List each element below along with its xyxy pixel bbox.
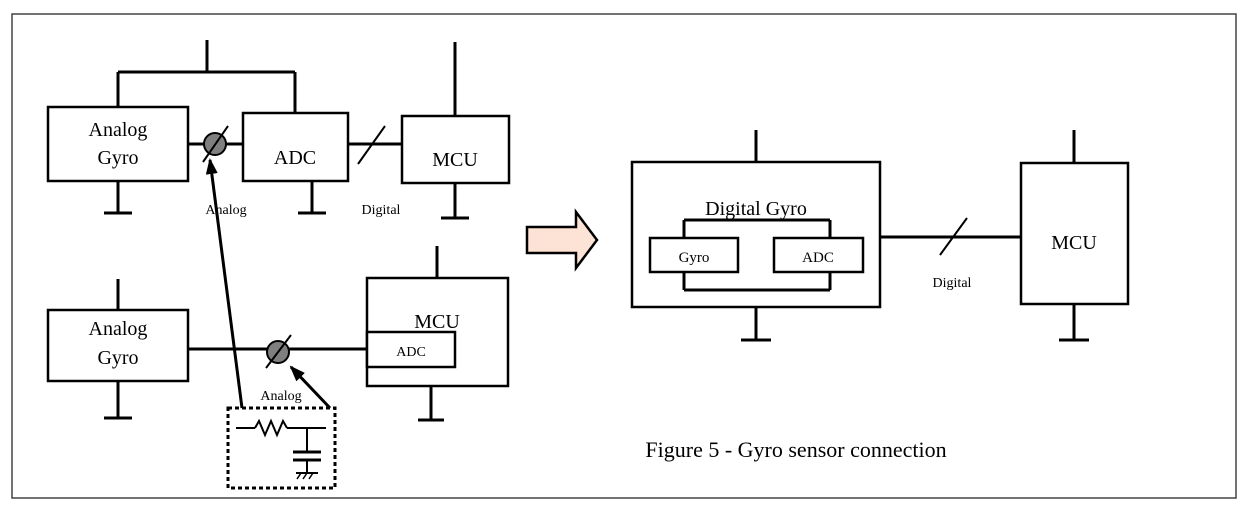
resistor-symbol bbox=[254, 418, 288, 438]
top-analog-slash bbox=[202, 125, 229, 163]
filter-to-top-node-arrow bbox=[205, 158, 244, 409]
top-mcu-box bbox=[400, 114, 511, 185]
digital-gyro-title: Digital Gyro bbox=[705, 198, 807, 220]
digital-inner-adc-label: ADC bbox=[802, 250, 834, 266]
bottom-adc-label: ADC bbox=[396, 345, 426, 360]
bottom-mcu-label: MCU bbox=[414, 311, 460, 333]
top-adc-label: ADC bbox=[274, 147, 316, 169]
top-row bbox=[46, 40, 511, 220]
digital-inner-gyro-box bbox=[648, 236, 740, 274]
rc-filter-box bbox=[226, 406, 337, 490]
digital-side bbox=[630, 130, 1130, 342]
bottom-analog-signal-label: Analog bbox=[260, 389, 301, 404]
filter-to-bottom-node-arrow bbox=[289, 365, 332, 410]
bottom-mcu-adc-box bbox=[365, 330, 457, 369]
top-adc-box bbox=[241, 111, 350, 183]
top-analog-signal-label: Analog bbox=[205, 203, 246, 218]
figure-caption: Figure 5 - Gyro sensor connection bbox=[645, 437, 946, 462]
bottom-analog-gyro-label-1: Analog bbox=[89, 318, 148, 340]
bottom-analog-gyro-label-2: Gyro bbox=[97, 347, 138, 369]
bottom-analog-gyro-box bbox=[46, 308, 190, 383]
top-analog-gyro-label-1: Analog bbox=[89, 119, 148, 141]
bottom-row bbox=[46, 246, 510, 422]
top-digital-signal-label: Digital bbox=[362, 203, 401, 218]
transition-arrow bbox=[525, 208, 599, 272]
digital-gyro-box bbox=[630, 160, 882, 309]
digital-signal-label: Digital bbox=[933, 276, 972, 291]
digital-mcu-box bbox=[1019, 161, 1130, 306]
digital-mcu-label: MCU bbox=[1051, 232, 1097, 254]
bottom-analog-slash bbox=[265, 334, 292, 369]
digital-inner-adc-box bbox=[772, 236, 865, 274]
top-mcu-label: MCU bbox=[432, 149, 478, 171]
top-analog-gyro-label-2: Gyro bbox=[97, 147, 138, 169]
digital-inner-gyro-label: Gyro bbox=[679, 250, 710, 266]
